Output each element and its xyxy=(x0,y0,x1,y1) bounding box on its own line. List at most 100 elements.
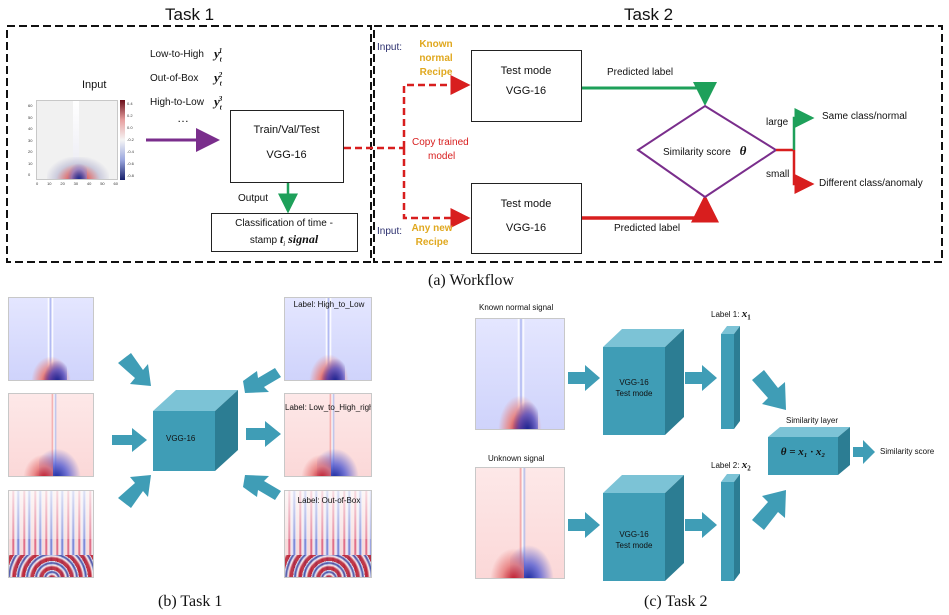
y-tick: 30 xyxy=(28,137,33,143)
unknown-label: Unknown signal xyxy=(488,454,545,463)
y3: y xyxy=(214,94,220,109)
same-class-label: Same class/normal xyxy=(822,111,908,122)
t1-out-heatmap-2: Label: Low_to_High_right xyxy=(284,393,372,477)
y2-sub: t xyxy=(219,79,222,88)
label-high-to-low-wf: High-to-Low xyxy=(150,97,204,108)
y-tick: 10 xyxy=(28,160,33,166)
out-of-box-text: Out-of-Box xyxy=(150,73,199,84)
pred-top-arrow xyxy=(582,82,717,106)
pred-bottom-arrow xyxy=(582,194,719,223)
high-to-low-text: High-to-Low xyxy=(150,97,204,108)
label1-text: Label 1: x1 xyxy=(711,308,751,322)
y3-sup: 3 xyxy=(218,94,223,103)
known-normal-label: Known normal signal xyxy=(479,303,554,312)
large-label: large xyxy=(766,117,789,128)
label-low-to-high: Low-to-High xyxy=(150,49,204,60)
y1-sub: t xyxy=(219,55,222,64)
t1-out-arrow-3 xyxy=(243,475,281,500)
label-out-of-box: Label: Out-of-Box xyxy=(297,496,361,505)
task1-frame xyxy=(6,25,372,263)
t2-arrow-b xyxy=(685,365,717,391)
t1-heatmap-stripes xyxy=(8,490,94,578)
t1-heatmap-blue xyxy=(8,297,94,381)
t2-arrow-a xyxy=(568,365,600,391)
test-top-line1: Test mode xyxy=(500,65,552,77)
label1-bar xyxy=(721,326,740,429)
y-tick: 20 xyxy=(28,149,33,154)
cbar-tick: 0.0 xyxy=(127,125,133,130)
test-mode-bottom-box: Test mode VGG-16 xyxy=(471,183,582,254)
x-tick: 0 xyxy=(36,181,39,186)
similarity-diamond xyxy=(636,104,778,199)
class-pre: stamp xyxy=(249,235,280,246)
task1-in-arrows xyxy=(112,353,151,508)
input-any-line2: Recipe xyxy=(415,237,449,248)
y2: y xyxy=(214,70,220,85)
classification-line1: Classification of time - xyxy=(235,218,333,229)
task1-out-arrows xyxy=(243,368,281,500)
task2-cube-top xyxy=(603,329,684,435)
similarity-formula: θ = x₁ · x₂ xyxy=(780,446,826,458)
classification-box: Classification of time - stamp ti signal xyxy=(211,213,358,252)
label1-sub: 1 xyxy=(747,313,751,322)
different-class-label: Different class/anomaly xyxy=(819,178,923,189)
cube-top-line2: Test mode xyxy=(615,389,653,398)
train-box-line1: Train/Val/Test xyxy=(253,124,320,136)
y2-symbol: yt2 xyxy=(214,70,222,88)
y3-sub: t xyxy=(219,103,222,112)
task2-arrows xyxy=(568,365,875,538)
t1-out-heatmap-1: Label: High_to_Low xyxy=(284,297,372,381)
task1-cube-label: VGG-16 xyxy=(166,434,196,443)
caption-b: (b) Task 1 xyxy=(158,593,223,610)
branch-large xyxy=(792,108,815,150)
cbar-tick: -0.2 xyxy=(127,137,134,142)
train-box: Train/Val/Test VGG-16 xyxy=(230,110,344,183)
test-mode-top-box: Test mode VGG-16 xyxy=(471,50,582,122)
task2-title: Task 2 xyxy=(624,5,674,24)
test-bottom-line2: VGG-16 xyxy=(505,222,547,234)
task2-cube-bottom xyxy=(603,475,684,581)
t1-out-arrow-1 xyxy=(243,368,281,393)
cbar-tick: 0.2 xyxy=(127,113,133,118)
task2-frame xyxy=(373,25,943,263)
similarity-score-output: Similarity score xyxy=(880,447,935,456)
t2-arrow-g xyxy=(853,440,875,464)
caption-c: (c) Task 2 xyxy=(644,593,708,610)
input-label: Input xyxy=(82,79,107,91)
t1-in-arrow-1 xyxy=(118,353,151,386)
label2-sub: 2 xyxy=(747,464,751,473)
cube-top-line1: VGG-16 xyxy=(619,378,649,387)
x-tick: 60 xyxy=(113,181,118,186)
test-top-line2: VGG-16 xyxy=(505,85,547,97)
similarity-score-text: Similarity score xyxy=(663,147,731,158)
t1-in-arrow-3 xyxy=(118,475,151,508)
x-tick: 10 xyxy=(47,181,52,186)
t1-heatmap-red xyxy=(8,393,94,477)
cbar-tick: -0.6 xyxy=(127,161,134,166)
t1-out-arrow-2 xyxy=(246,421,281,447)
y-tick: 60 xyxy=(28,103,33,108)
copy-up xyxy=(402,75,471,148)
cbar-tick: -0.8 xyxy=(127,173,134,178)
t2-known-heatmap xyxy=(475,318,565,430)
input-known-line3: Recipe xyxy=(419,67,453,78)
caption-a: (a) Workflow xyxy=(428,272,514,289)
label2-text: Label 2: x2 xyxy=(711,459,751,473)
t2-arrow-e xyxy=(752,370,786,410)
y3-symbol: yt3 xyxy=(214,94,222,112)
input-known-line2: normal xyxy=(419,53,453,64)
similarity-layer-label: Similarity layer xyxy=(786,416,839,425)
x-tick: 50 xyxy=(100,181,105,186)
t1-in-arrow-2 xyxy=(112,428,147,452)
y-tick: 40 xyxy=(28,126,33,131)
similarity-score-label: Similarity score θ xyxy=(663,143,746,159)
t2-unknown-heatmap xyxy=(475,467,565,579)
output-label: Output xyxy=(238,193,269,204)
predicted-label-bottom: Predicted label xyxy=(614,223,681,234)
label-out-of-box-wf: Out-of-Box xyxy=(150,73,198,84)
label2-bar xyxy=(721,474,740,581)
class-sub: i xyxy=(283,240,286,248)
input-known-prefix: Input: xyxy=(377,42,403,53)
label-low-to-high-right: Label: Low_to_High_right xyxy=(285,403,372,412)
